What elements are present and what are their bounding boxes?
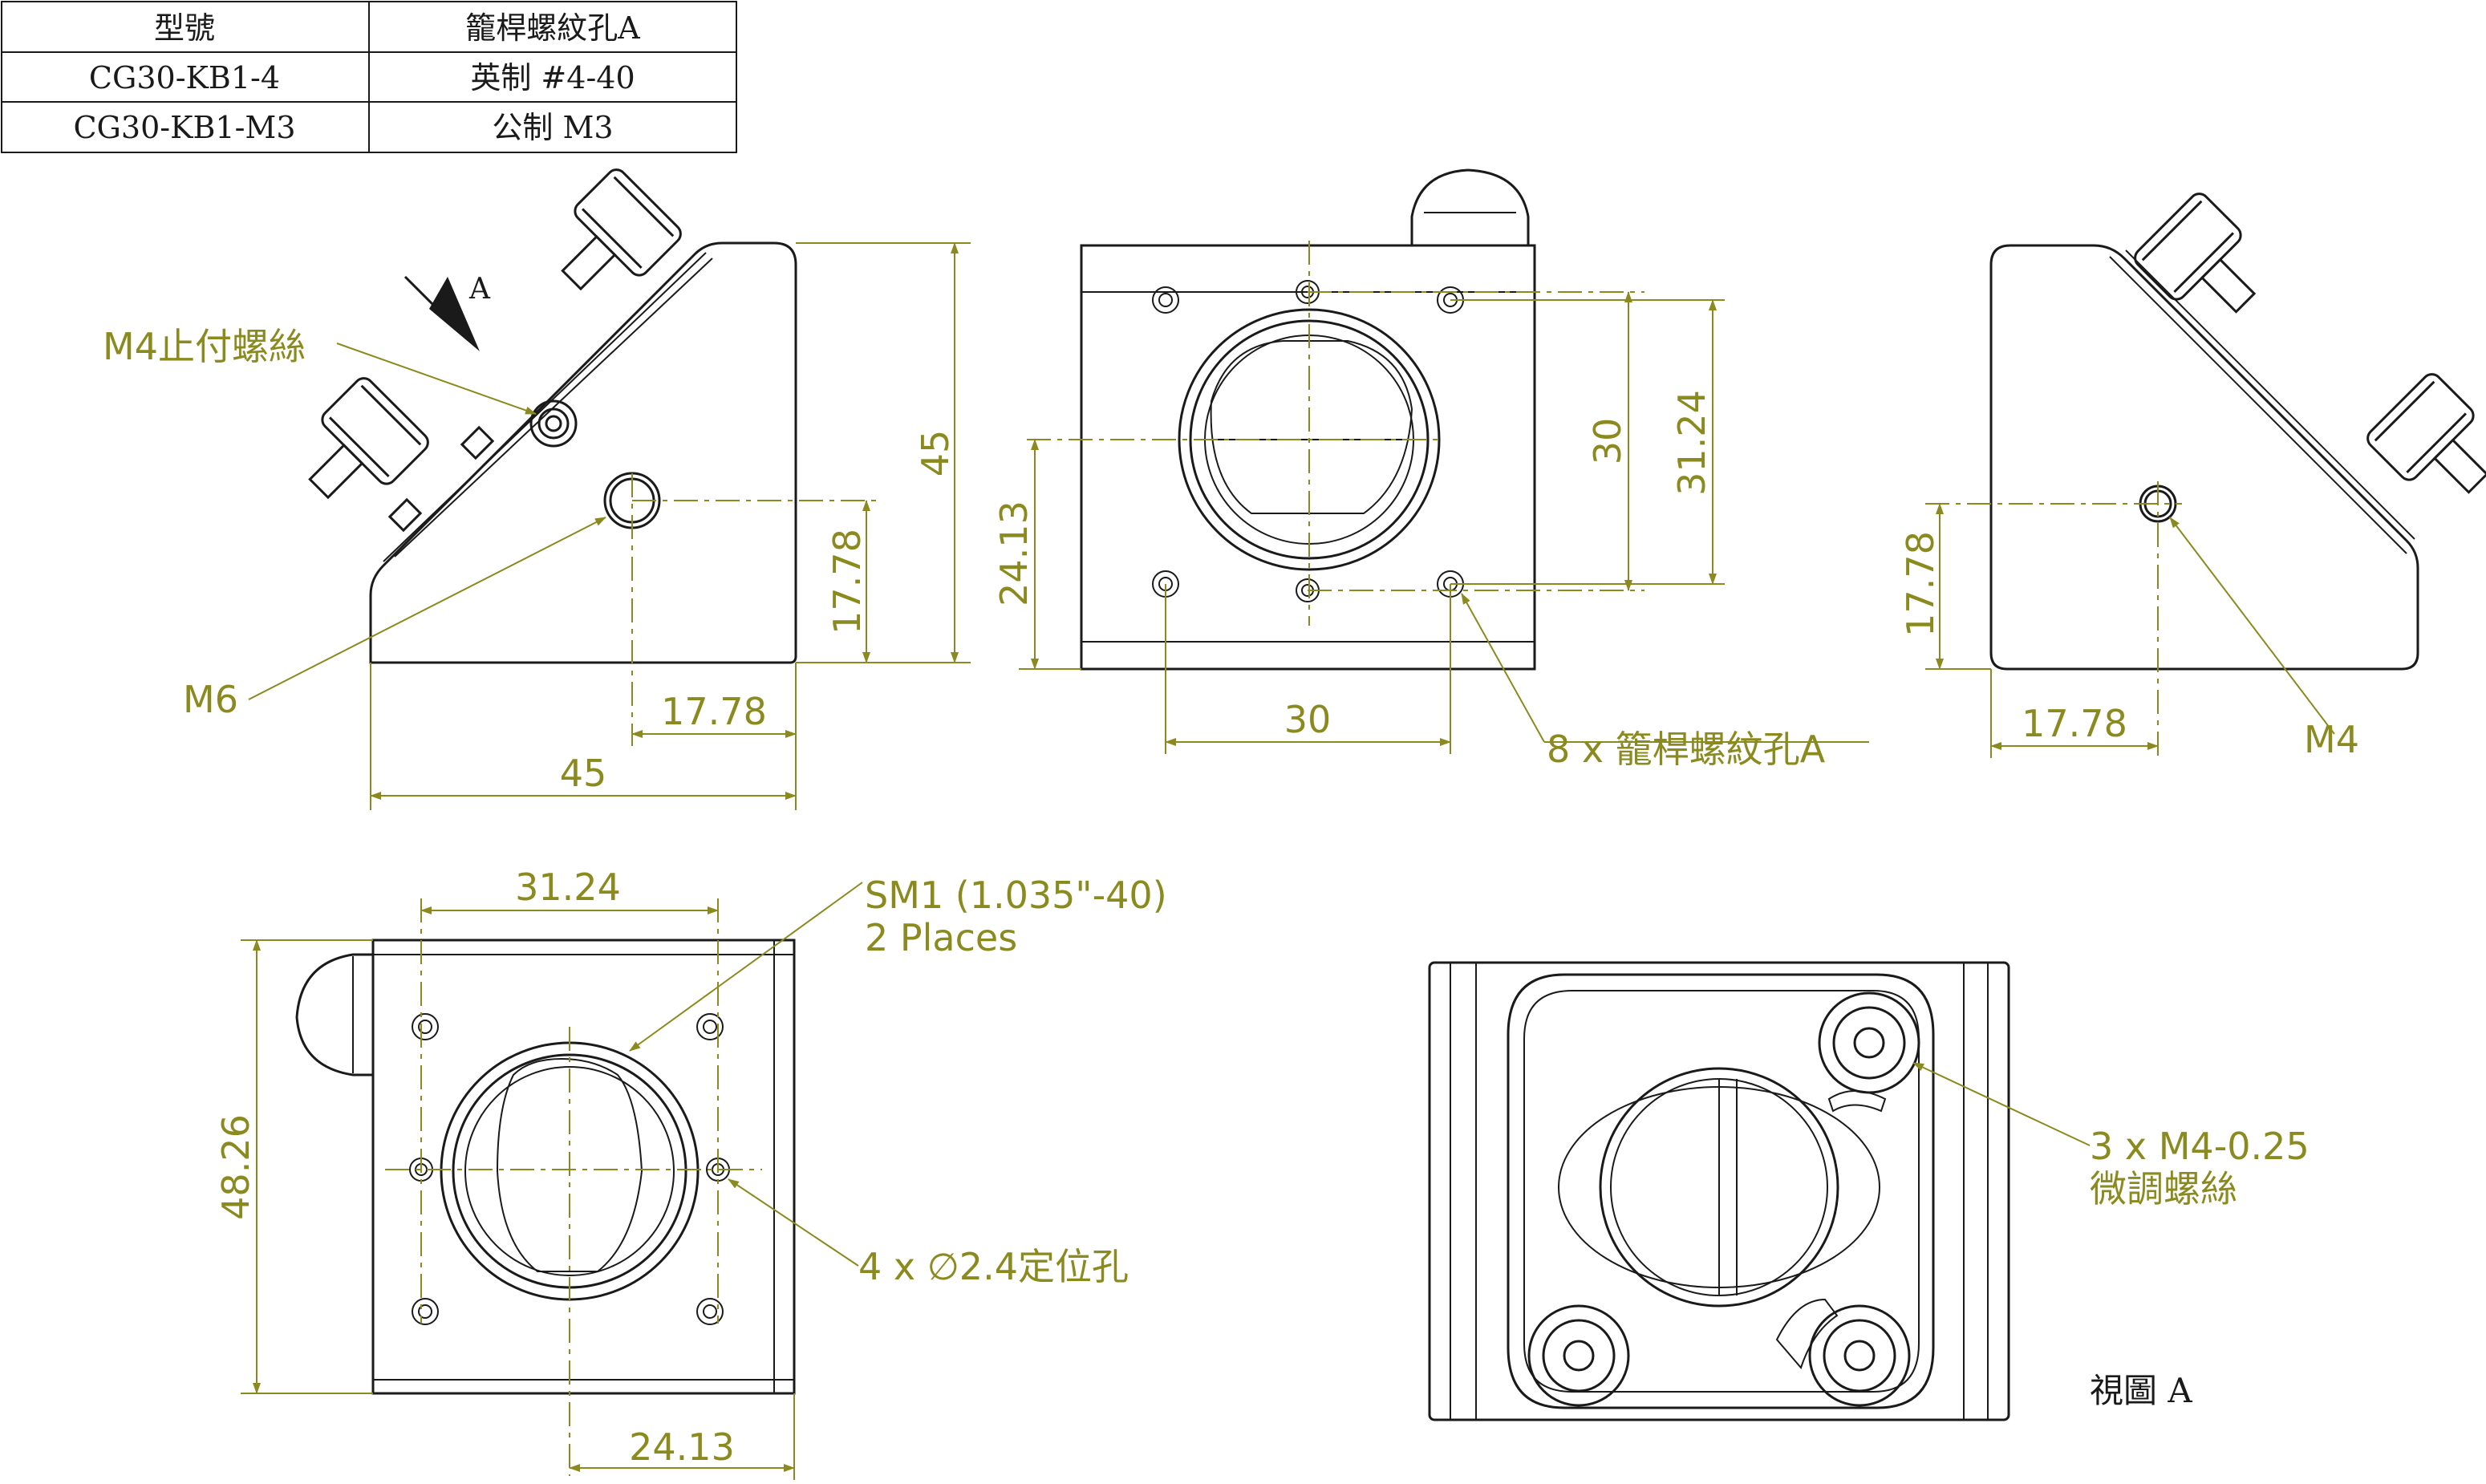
dim-width-45: 45 [560,752,607,795]
dim-hole-height-left: 17.78 [825,529,869,635]
table-cell-model-2: CG30-KB1-M3 [73,110,295,145]
view-a-caption: 視圖 A [2090,1371,2192,1410]
side-view-left [308,168,797,664]
setscrew-label: M4止付螺絲 [103,325,306,368]
side-view-right [1989,193,2486,671]
dim-right-hole-height: 17.78 [1899,531,1942,637]
adjust-screws-label-line2: 微調螺絲 [2090,1167,2237,1210]
view-a [1428,961,2010,1421]
table-cell-thread-1: 英制 #4-40 [470,60,635,95]
sm1-thread-label-line1: SM1 (1.035"-40) [865,874,1167,917]
adjust-screws-label-line1: 3 x M4-0.25 [2090,1125,2310,1168]
view-a-arrow-label: A [468,273,491,306]
sm1-thread-label-line2: 2 Places [865,916,1017,959]
dim-right-hole-x: 17.78 [2022,702,2127,745]
table-cell-thread-2: 公制 M3 [492,110,613,145]
table-header-model: 型號 [154,10,215,46]
spec-table [1,1,737,153]
dim-front-3124-vertical: 31.24 [1670,390,1713,496]
pin-holes-label: 4 x ∅2.4定位孔 [858,1245,1129,1288]
front-view [1080,168,1536,671]
dim-bottom-3124: 31.24 [515,866,621,909]
dim-front-2413-vertical: 24.13 [992,501,1036,606]
table-cell-model-1: CG30-KB1-4 [89,60,280,95]
bottom-view [295,939,796,1395]
dim-bottom-4826: 48.26 [214,1114,258,1220]
dim-front-30-horizontal: 30 [1284,698,1332,741]
dim-hole-x-left: 17.78 [661,690,767,733]
m6-hole-label: M6 [183,678,238,721]
table-header-thread: 籠桿螺紋孔A [465,10,640,46]
view-a-arrow-head [429,277,480,351]
dim-bottom-2413: 24.13 [629,1425,735,1469]
dim-height-45: 45 [914,430,957,477]
dim-front-30-vertical: 30 [1586,418,1629,465]
m4-hole-label: M4 [2304,718,2359,761]
cage-holes-label: 8 x 籠桿螺紋孔A [1547,728,1826,771]
